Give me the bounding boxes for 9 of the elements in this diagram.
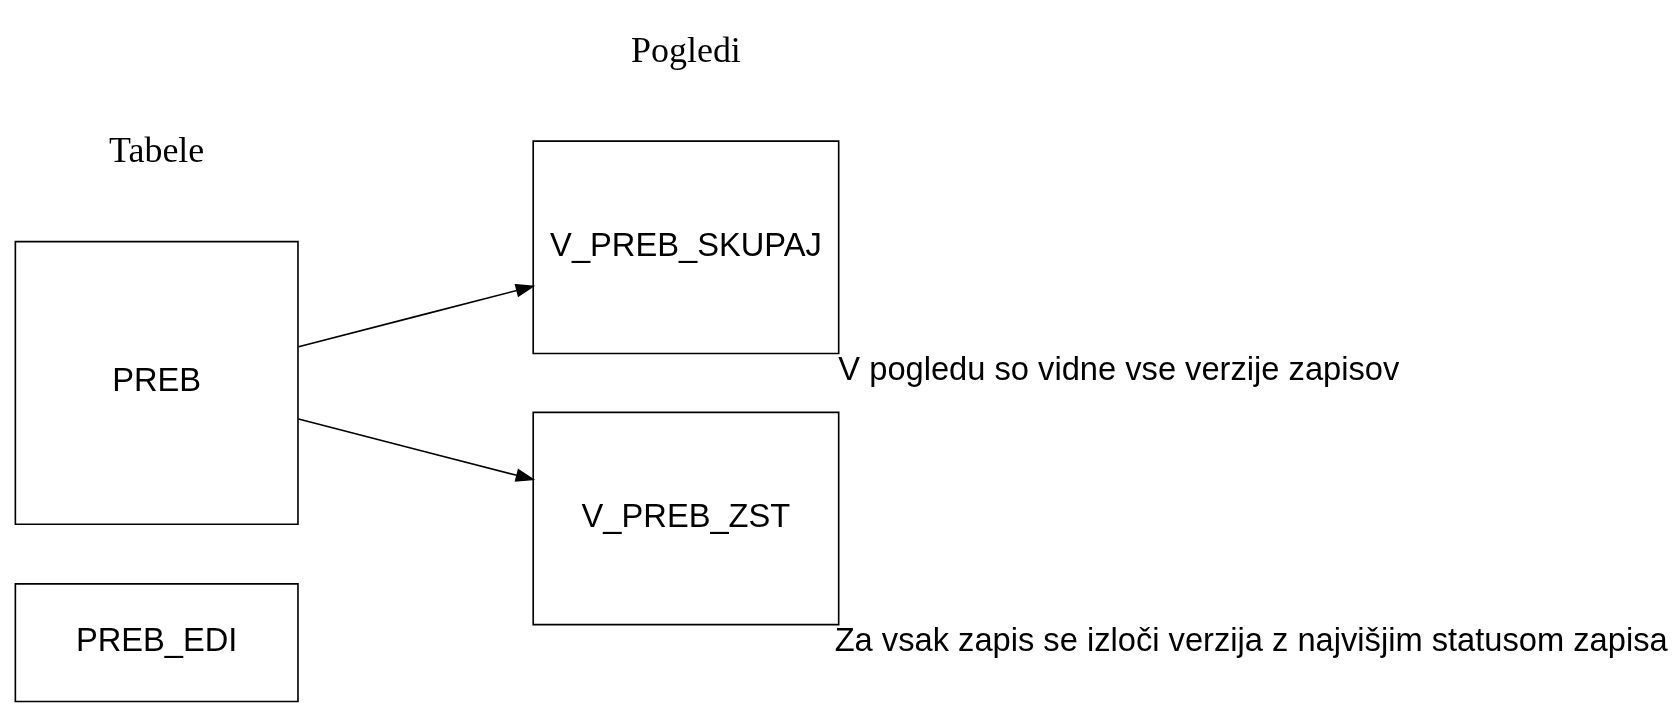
node-box: V_PREB_ZST [532,411,840,626]
arrow [297,418,536,482]
label: Tabele [109,129,205,170]
label: Pogledi [631,30,741,71]
arrow [297,284,536,348]
node-box: V_PREB_SKUPAJ [532,140,840,355]
node-label: V pogledu so vidne vse verzije zapisov [838,349,1400,387]
node-box: PREB [14,240,299,526]
node-box: PREB_EDI [14,583,299,703]
